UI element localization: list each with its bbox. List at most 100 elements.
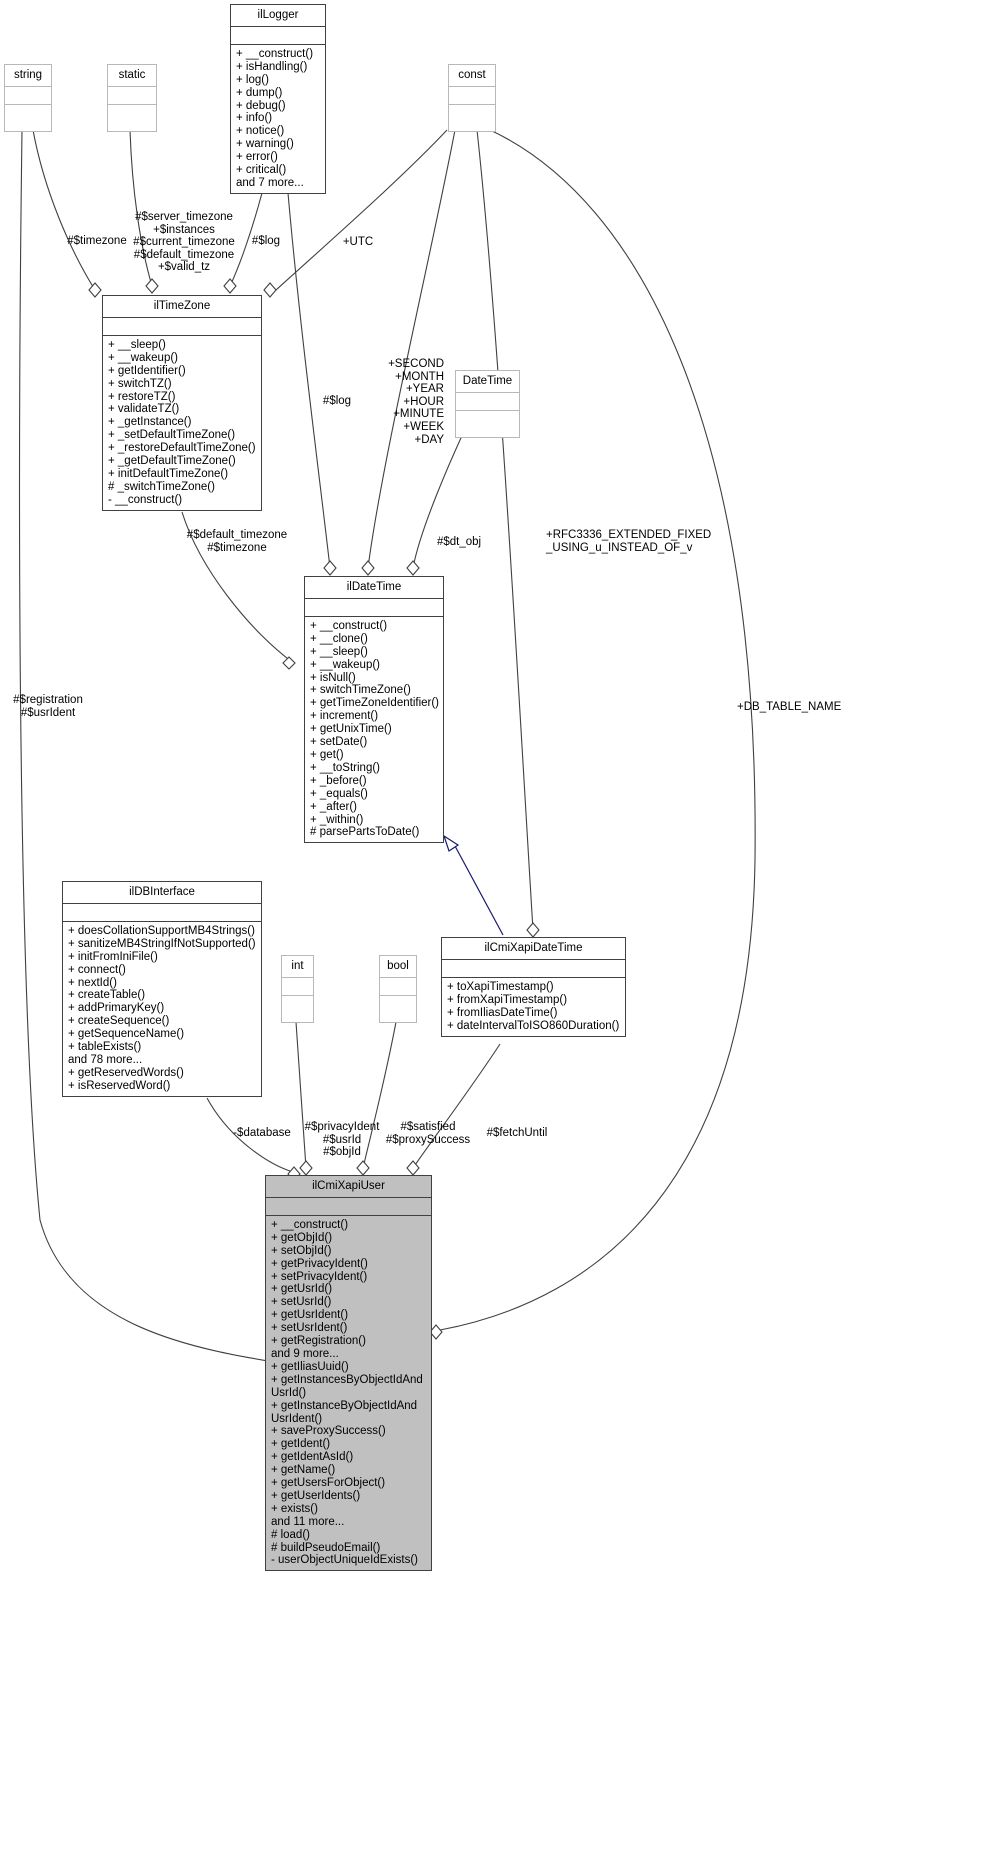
class-methods-ildbinterface: + doesCollationSupportMB4Strings()+ sani… bbox=[63, 922, 261, 1096]
class-attrs-ildatetime bbox=[305, 599, 443, 617]
class-method-item: # parsePartsToDate() bbox=[310, 826, 420, 839]
edge-const-to-ilcmixapiuser bbox=[439, 129, 756, 1331]
class-method-item: + log() bbox=[236, 73, 269, 86]
class-methods-ilcmixapidatetime: + toXapiTimestamp()+ fromXapiTimestamp()… bbox=[442, 978, 625, 1036]
class-box-ilcmixapidatetime[interactable]: ilCmiXapiDateTime + toXapiTimestamp()+ f… bbox=[441, 937, 626, 1037]
diamond-ilcmixapiuser-bool bbox=[356, 1160, 370, 1176]
diamond-ildatetime-const bbox=[361, 560, 375, 576]
class-method-item: + connect() bbox=[68, 963, 126, 976]
class-method-item: + setUsrId() bbox=[271, 1296, 332, 1309]
class-title-ildbinterface: ilDBInterface bbox=[63, 882, 261, 904]
class-method-item: + createSequence() bbox=[68, 1015, 170, 1028]
class-method-item: + __construct() bbox=[271, 1218, 349, 1231]
class-box-ilcmixapiuser[interactable]: ilCmiXapiUser + __construct()+ getObjId(… bbox=[265, 1175, 432, 1572]
edge-label-registration: #$registration #$usrIdent bbox=[13, 694, 83, 719]
edge-label-database: -$database bbox=[233, 1127, 291, 1139]
class-method-item: + dateIntervalToISO860Duration() bbox=[447, 1019, 620, 1032]
edge-inheritance-ildatetime-ilcmixapidatetime bbox=[454, 845, 504, 936]
class-method-item: + exists() bbox=[271, 1502, 318, 1515]
class-box-int[interactable]: int bbox=[281, 955, 314, 1023]
class-title-ilcmixapidatetime: ilCmiXapiDateTime bbox=[442, 938, 625, 960]
class-methods-illogger: + __construct()+ isHandling()+ log()+ du… bbox=[231, 45, 325, 193]
class-box-static[interactable]: static bbox=[107, 64, 157, 132]
class-title-string: string bbox=[5, 65, 51, 87]
class-method-item: + getName() bbox=[271, 1464, 336, 1477]
class-methods-bool bbox=[380, 996, 416, 1022]
class-title-ilcmixapiuser: ilCmiXapiUser bbox=[266, 1176, 431, 1198]
class-method-item: + __sleep() bbox=[310, 645, 368, 658]
class-method-item: + __wakeup() bbox=[310, 658, 380, 671]
class-box-illogger[interactable]: ilLogger + __construct()+ isHandling()+ … bbox=[230, 4, 326, 194]
class-method-item: + getTimeZoneIdentifier() bbox=[310, 697, 440, 710]
class-method-item: + _getInstance() bbox=[108, 416, 192, 429]
class-method-item: + saveProxySuccess() bbox=[271, 1425, 386, 1438]
diamond-ilcmixapidatetime-const bbox=[526, 922, 540, 938]
class-attrs-iltimezone bbox=[103, 318, 261, 336]
edge-string-to-iltimezone bbox=[32, 129, 96, 291]
class-method-item: + isNull() bbox=[310, 671, 356, 684]
diamond-ilcmixapiuser-fetchuntil bbox=[406, 1160, 420, 1176]
class-method-item: + error() bbox=[236, 151, 278, 164]
class-box-const[interactable]: const bbox=[448, 64, 496, 132]
class-box-iltimezone[interactable]: ilTimeZone + __sleep()+ __wakeup()+ getI… bbox=[102, 295, 262, 511]
class-method-item: + getIdent() bbox=[271, 1438, 331, 1451]
class-method-item: + setDate() bbox=[310, 736, 368, 749]
class-box-string[interactable]: string bbox=[4, 64, 52, 132]
edge-const-to-ildatetime bbox=[367, 129, 456, 569]
class-method-item: + _getDefaultTimeZone() bbox=[108, 455, 236, 468]
edge-label-privacy-ident: #$privacyIdent #$usrId #$objId bbox=[304, 1121, 380, 1159]
class-method-item: + __construct() bbox=[236, 47, 314, 60]
class-box-ildbinterface[interactable]: ilDBInterface + doesCollationSupportMB4S… bbox=[62, 881, 262, 1097]
edge-label-log-timezone: #$log bbox=[251, 235, 281, 247]
class-box-ildatetime[interactable]: ilDateTime + __construct()+ __clone()+ _… bbox=[304, 576, 444, 844]
class-title-datetime: DateTime bbox=[456, 371, 519, 393]
edge-label-static-group: #$server_timezone +$instances #$current_… bbox=[133, 211, 235, 274]
class-box-bool[interactable]: bool bbox=[379, 955, 417, 1023]
class-method-item: + _within() bbox=[310, 813, 364, 826]
edge-illogger-to-ildatetime bbox=[287, 192, 331, 569]
class-attrs-ilcmixapiuser bbox=[266, 1198, 431, 1216]
class-method-item: + getUsersForObject() bbox=[271, 1477, 386, 1490]
class-method-item: + __toString() bbox=[310, 761, 380, 774]
class-methods-ilcmixapiuser: + __construct()+ getObjId()+ setObjId()+… bbox=[266, 1216, 431, 1570]
class-method-item: + setPrivacyIdent() bbox=[271, 1270, 368, 1283]
class-methods-ildatetime: + __construct()+ __clone()+ __sleep()+ _… bbox=[305, 617, 443, 842]
inheritance-arrowhead bbox=[442, 834, 460, 852]
class-attrs-string bbox=[5, 87, 51, 105]
class-method-item: - userObjectUniqueIdExists() bbox=[271, 1554, 418, 1567]
class-attrs-static bbox=[108, 87, 156, 105]
class-method-item: + __construct() bbox=[310, 619, 388, 632]
diamond-iltimezone-static bbox=[145, 278, 159, 294]
class-method-item: + warning() bbox=[236, 138, 294, 151]
class-method-item: - __construct() bbox=[108, 493, 183, 506]
class-methods-datetime bbox=[456, 411, 519, 437]
class-method-item: + getRegistration() bbox=[271, 1335, 366, 1348]
class-attrs-ildbinterface bbox=[63, 904, 261, 922]
class-method-item: + addPrimaryKey() bbox=[68, 1002, 165, 1015]
class-title-bool: bool bbox=[380, 956, 416, 978]
class-method-item: + getUserIdents() bbox=[271, 1489, 361, 1502]
class-methods-string bbox=[5, 105, 51, 131]
class-attrs-datetime bbox=[456, 393, 519, 411]
class-method-item: + critical() bbox=[236, 164, 287, 177]
class-method-item: + sanitizeMB4StringIfNotSupported() bbox=[68, 937, 256, 950]
diamond-iltimezone-string bbox=[88, 282, 102, 298]
class-method-item: + fromIliasDateTime() bbox=[447, 1006, 558, 1019]
edge-label-rfc3336: +RFC3336_EXTENDED_FIXED _USING_u_INSTEAD… bbox=[546, 529, 712, 554]
class-method-item: + getUnixTime() bbox=[310, 723, 392, 736]
class-method-item: + isReservedWord() bbox=[68, 1079, 171, 1092]
diamond-iltimezone-log bbox=[223, 278, 237, 294]
class-method-item: + _before() bbox=[310, 774, 367, 787]
class-method-item: + initDefaultTimeZone() bbox=[108, 467, 229, 480]
class-method-item: + getObjId() bbox=[271, 1231, 333, 1244]
edge-label-log-datetime: #$log bbox=[322, 395, 352, 407]
class-attrs-int bbox=[282, 978, 313, 996]
class-method-item: + __wakeup() bbox=[108, 351, 178, 364]
class-method-item: + _restoreDefaultTimeZone() bbox=[108, 442, 256, 455]
class-method-item: + get() bbox=[310, 748, 344, 761]
class-box-datetime[interactable]: DateTime bbox=[455, 370, 520, 438]
class-methods-static bbox=[108, 105, 156, 131]
class-title-ildatetime: ilDateTime bbox=[305, 577, 443, 599]
class-method-item: + switchTimeZone() bbox=[310, 684, 411, 697]
class-method-item: + fromXapiTimestamp() bbox=[447, 993, 568, 1006]
